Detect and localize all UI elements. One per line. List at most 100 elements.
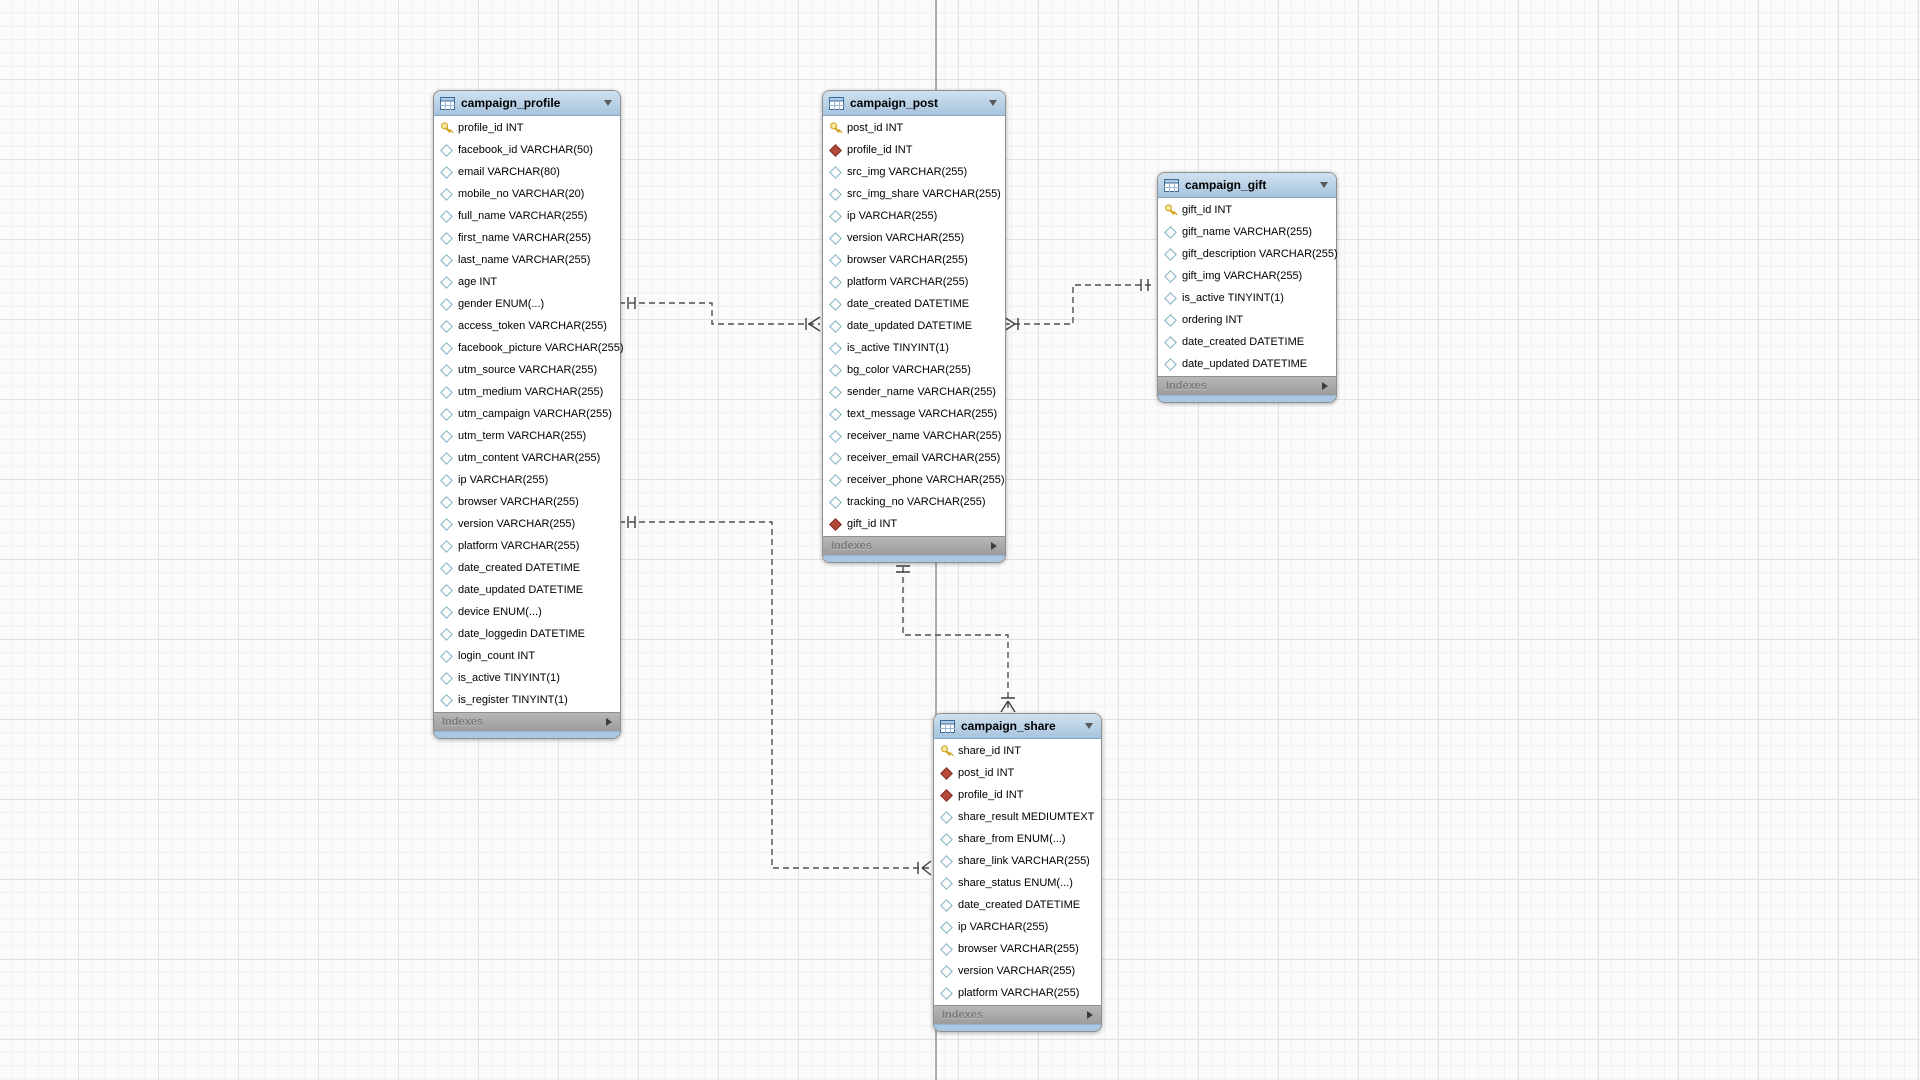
table-header[interactable]: campaign_share [934,714,1101,739]
column-row[interactable]: first_name VARCHAR(255) [434,227,620,249]
column-row[interactable]: date_created DATETIME [934,894,1101,916]
expand-indexes-icon[interactable] [606,718,612,726]
column-row[interactable]: profile_id INT [823,139,1005,161]
column-row[interactable]: utm_term VARCHAR(255) [434,425,620,447]
column-row[interactable]: browser VARCHAR(255) [823,249,1005,271]
column-label: date_loggedin DATETIME [458,628,585,640]
indexes-bar[interactable]: Indexes [1158,376,1336,395]
column-row[interactable]: utm_content VARCHAR(255) [434,447,620,469]
column-row[interactable]: access_token VARCHAR(255) [434,315,620,337]
column-row[interactable]: receiver_email VARCHAR(255) [823,447,1005,469]
column-icon [439,605,453,619]
table-campaign_profile[interactable]: campaign_profile profile_id INT facebook… [433,90,623,739]
table-campaign_gift[interactable]: campaign_gift gift_id INT gift_name VARC… [1157,172,1338,403]
column-row[interactable]: gift_name VARCHAR(255) [1158,221,1336,243]
column-row[interactable]: login_count INT [434,645,620,667]
indexes-bar[interactable]: Indexes [934,1005,1101,1024]
relationship-gift-post[interactable] [1003,279,1155,332]
column-label: ip VARCHAR(255) [458,474,549,486]
column-row[interactable]: receiver_name VARCHAR(255) [823,425,1005,447]
primary-key-icon [438,120,455,137]
column-row[interactable]: browser VARCHAR(255) [434,491,620,513]
relationship-post-share[interactable] [896,557,1016,713]
column-row[interactable]: profile_id INT [434,117,620,139]
indexes-bar[interactable]: Indexes [823,536,1005,555]
column-row[interactable]: share_from ENUM(...) [934,828,1101,850]
expand-indexes-icon[interactable] [1087,1011,1093,1019]
column-row[interactable]: post_id INT [934,762,1101,784]
column-row[interactable]: gift_id INT [823,513,1005,535]
column-row[interactable]: facebook_picture VARCHAR(255) [434,337,623,359]
column-row[interactable]: sender_name VARCHAR(255) [823,381,1005,403]
column-row[interactable]: mobile_no VARCHAR(20) [434,183,620,205]
column-row[interactable]: platform VARCHAR(255) [934,982,1101,1004]
column-row[interactable]: gift_id INT [1158,199,1336,221]
table-icon [829,96,844,110]
column-row[interactable]: gender ENUM(...) [434,293,620,315]
column-row[interactable]: ordering INT [1158,309,1336,331]
expand-indexes-icon[interactable] [1322,382,1328,390]
table-campaign_share[interactable]: campaign_share share_id INT post_id INT … [933,713,1102,1032]
column-row[interactable]: date_created DATETIME [823,293,1005,315]
column-icon [439,143,453,157]
column-row[interactable]: ip VARCHAR(255) [434,469,620,491]
collapse-arrow-icon[interactable] [604,100,612,106]
column-row[interactable]: is_active TINYINT(1) [823,337,1005,359]
collapse-arrow-icon[interactable] [1085,723,1093,729]
column-row[interactable]: date_updated DATETIME [823,315,1005,337]
column-label: profile_id INT [847,144,913,156]
column-row[interactable]: date_updated DATETIME [1158,353,1336,375]
column-row[interactable]: is_active TINYINT(1) [1158,287,1336,309]
column-row[interactable]: share_result MEDIUMTEXT [934,806,1101,828]
column-row[interactable]: utm_medium VARCHAR(255) [434,381,620,403]
column-row[interactable]: last_name VARCHAR(255) [434,249,620,271]
column-row[interactable]: share_status ENUM(...) [934,872,1101,894]
column-row[interactable]: gift_description VARCHAR(255) [1158,243,1338,265]
column-row[interactable]: is_register TINYINT(1) [434,689,620,711]
column-row[interactable]: platform VARCHAR(255) [434,535,620,557]
column-row[interactable]: share_id INT [934,740,1101,762]
column-row[interactable]: facebook_id VARCHAR(50) [434,139,620,161]
column-row[interactable]: is_active TINYINT(1) [434,667,620,689]
column-row[interactable]: utm_source VARCHAR(255) [434,359,620,381]
column-row[interactable]: date_created DATETIME [434,557,620,579]
indexes-bar[interactable]: Indexes [434,712,620,731]
column-row[interactable]: post_id INT [823,117,1005,139]
column-row[interactable]: version VARCHAR(255) [434,513,620,535]
column-row[interactable]: version VARCHAR(255) [823,227,1005,249]
column-row[interactable]: ip VARCHAR(255) [823,205,1005,227]
table-header[interactable]: campaign_gift [1158,173,1336,198]
column-row[interactable]: ip VARCHAR(255) [934,916,1101,938]
column-row[interactable]: profile_id INT [934,784,1101,806]
table-header[interactable]: campaign_profile [434,91,620,116]
column-row[interactable]: src_img_share VARCHAR(255) [823,183,1005,205]
expand-indexes-icon[interactable] [991,542,997,550]
column-label: gender ENUM(...) [458,298,545,310]
column-row[interactable]: share_link VARCHAR(255) [934,850,1101,872]
column-row[interactable]: full_name VARCHAR(255) [434,205,620,227]
column-row[interactable]: bg_color VARCHAR(255) [823,359,1005,381]
column-icon [828,407,842,421]
column-row[interactable]: browser VARCHAR(255) [934,938,1101,960]
relationship-profile-post[interactable] [619,297,821,332]
column-row[interactable]: date_created DATETIME [1158,331,1336,353]
table-header[interactable]: campaign_post [823,91,1005,116]
column-row[interactable]: email VARCHAR(80) [434,161,620,183]
column-row[interactable]: platform VARCHAR(255) [823,271,1005,293]
relationship-profile-share[interactable] [619,516,932,876]
column-row[interactable]: version VARCHAR(255) [934,960,1101,982]
table-campaign_post[interactable]: campaign_post post_id INT profile_id INT… [822,90,1006,563]
collapse-arrow-icon[interactable] [989,100,997,106]
column-row[interactable]: utm_campaign VARCHAR(255) [434,403,620,425]
collapse-arrow-icon[interactable] [1320,182,1328,188]
column-row[interactable]: age INT [434,271,620,293]
column-row[interactable]: receiver_phone VARCHAR(255) [823,469,1005,491]
column-row[interactable]: date_loggedin DATETIME [434,623,620,645]
column-row[interactable]: tracking_no VARCHAR(255) [823,491,1005,513]
column-row[interactable]: device ENUM(...) [434,601,620,623]
column-row[interactable]: text_message VARCHAR(255) [823,403,1005,425]
column-row[interactable]: src_img VARCHAR(255) [823,161,1005,183]
column-row[interactable]: date_updated DATETIME [434,579,620,601]
column-row[interactable]: gift_img VARCHAR(255) [1158,265,1336,287]
